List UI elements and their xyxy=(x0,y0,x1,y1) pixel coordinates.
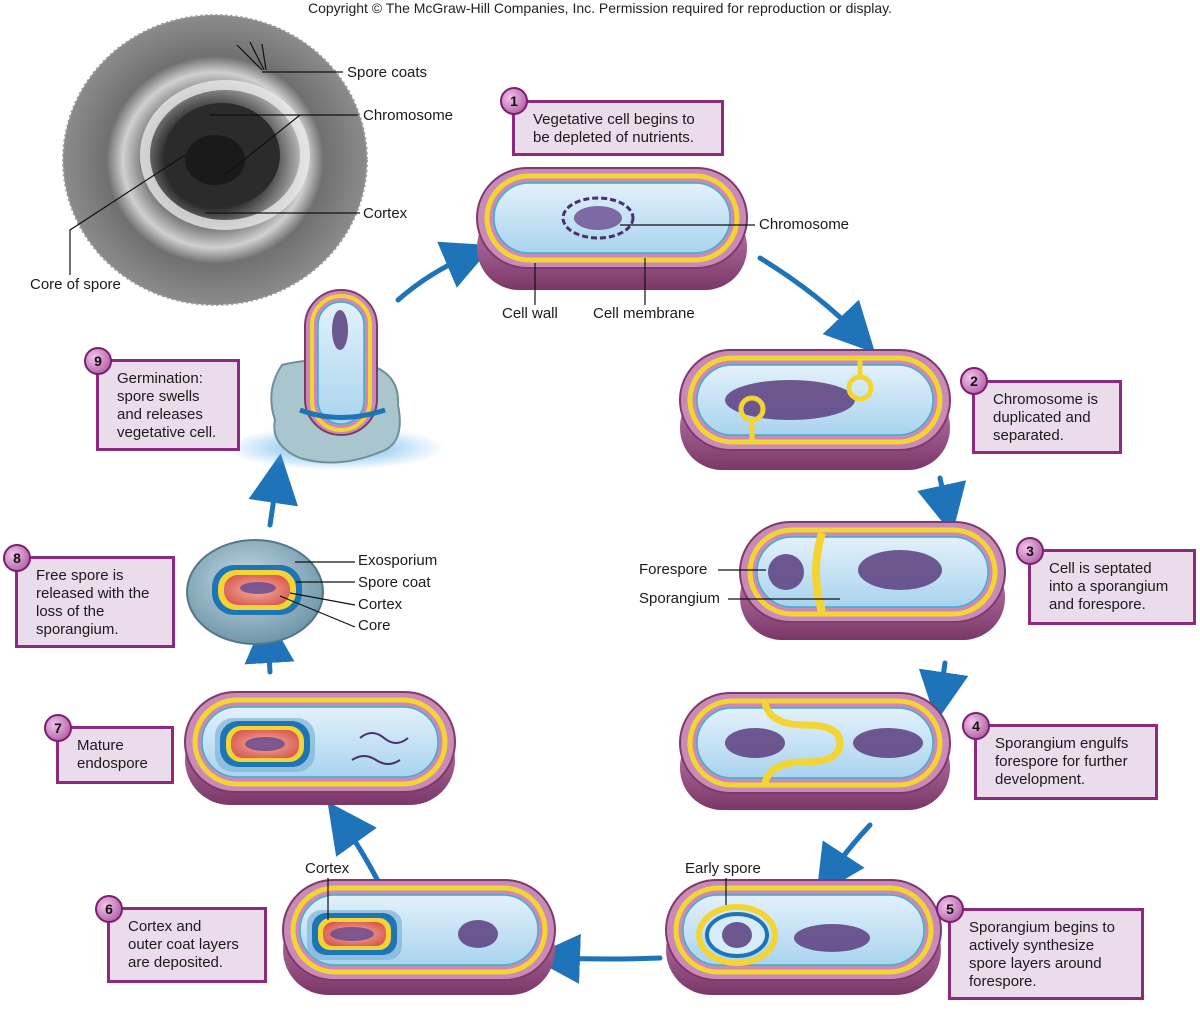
step-5-number: 5 xyxy=(936,895,964,923)
label-sporangium: Sporangium xyxy=(639,590,720,607)
step-5-line-2: actively synthesize xyxy=(969,937,1095,954)
step-5-line-4: forespore. xyxy=(969,973,1037,990)
label-micrograph-chromosome: Chromosome xyxy=(363,107,454,124)
step-4-line-1: Sporangium engulfs xyxy=(995,735,1129,752)
step-2-line-3: separated. xyxy=(993,427,1064,444)
label-core-of-spore: Core of spore xyxy=(30,276,121,293)
step-7-number: 7 xyxy=(44,714,72,742)
step-2-line-1: Chromosome is xyxy=(993,391,1099,408)
step-8-box: Free spore is released with the loss of … xyxy=(15,556,175,648)
cell-septated xyxy=(718,521,1006,640)
step-8-line-1: Free spore is xyxy=(36,567,124,584)
step-9-line-3: and releases xyxy=(117,406,203,423)
step-5-box: Sporangium begins to actively synthesize… xyxy=(948,908,1144,1000)
cell-early-spore xyxy=(665,878,942,995)
step-5-line-3: spore layers around xyxy=(969,955,1102,972)
step-6-box: Cortex and outer coat layers are deposit… xyxy=(107,907,267,983)
step-5-line-1: Sporangium begins to xyxy=(969,919,1115,936)
micrograph xyxy=(62,14,368,306)
step-2-box: Chromosome is duplicated and separated. xyxy=(972,380,1122,454)
copyright-notice: Copyright © The McGraw-Hill Companies, I… xyxy=(307,0,893,16)
step-8-line-4: sporangium. xyxy=(36,621,119,638)
step-2-number: 2 xyxy=(960,367,988,395)
step-8-number: 8 xyxy=(3,544,31,572)
step-9-line-4: vegetative cell. xyxy=(117,424,217,441)
micrograph-leaders xyxy=(69,41,360,275)
step-9-line-1: Germination: xyxy=(117,370,203,387)
step-3-line-1: Cell is septated xyxy=(1049,560,1152,577)
label-spore-coat: Spore coat xyxy=(358,574,431,591)
cell-vegetative xyxy=(476,167,755,305)
step-8-line-2: released with the xyxy=(36,585,150,602)
label-cortex-free-spore: Cortex xyxy=(358,596,403,613)
label-spore-coats: Spore coats xyxy=(347,64,428,81)
step-1-line-1: Vegetative cell begins to xyxy=(533,111,695,128)
step-7-line-2: endospore xyxy=(77,755,148,772)
cell-duplicated xyxy=(679,349,951,470)
step-6-line-2: outer coat layers xyxy=(128,936,239,953)
cell-engulfing xyxy=(679,692,951,810)
step-9-line-2: spore swells xyxy=(117,388,200,405)
label-core: Core xyxy=(358,617,391,634)
step-3-box: Cell is septated into a sporangium and f… xyxy=(1028,549,1196,625)
step-9-box: Germination: spore swells and releases v… xyxy=(96,359,240,451)
step-1-box: Vegetative cell begins to be depleted of… xyxy=(512,100,724,156)
step-2-line-2: duplicated and xyxy=(993,409,1091,426)
step-8-line-3: loss of the xyxy=(36,603,105,620)
step-6-number: 6 xyxy=(95,895,123,923)
step-4-line-2: forespore for further xyxy=(995,753,1128,770)
step-9-number: 9 xyxy=(84,347,112,375)
step-6-line-1: Cortex and xyxy=(128,918,202,935)
step-3-line-3: and forespore. xyxy=(1049,596,1146,613)
label-micrograph-cortex: Cortex xyxy=(363,205,408,222)
cell-mature-endospore xyxy=(184,691,456,805)
step-4-line-3: development. xyxy=(995,771,1086,788)
label-cell-membrane: Cell membrane xyxy=(593,305,695,322)
step-1-line-2: be depleted of nutrients. xyxy=(533,129,694,146)
label-early-spore: Early spore xyxy=(685,860,761,877)
label-exosporium: Exosporium xyxy=(358,552,438,569)
step-4-box: Sporangium engulfs forespore for further… xyxy=(974,724,1158,800)
chromosome-mark xyxy=(561,196,635,240)
label-cell-wall: Cell wall xyxy=(502,305,558,322)
cell-cortex-deposited xyxy=(282,878,556,995)
step-6-line-3: are deposited. xyxy=(128,954,224,971)
label-forespore: Forespore xyxy=(639,561,708,578)
step-7-line-1: Mature xyxy=(77,737,124,754)
label-chromosome: Chromosome xyxy=(759,216,850,233)
label-cortex-step6: Cortex xyxy=(305,860,350,877)
step-4-number: 4 xyxy=(962,712,990,740)
step-1-number: 1 xyxy=(500,87,528,115)
germinating-spore xyxy=(225,289,445,470)
step-7-box: Mature endospore xyxy=(56,726,174,784)
free-spore xyxy=(186,539,356,645)
step-3-number: 3 xyxy=(1016,537,1044,565)
step-3-line-2: into a sporangium xyxy=(1049,578,1169,595)
